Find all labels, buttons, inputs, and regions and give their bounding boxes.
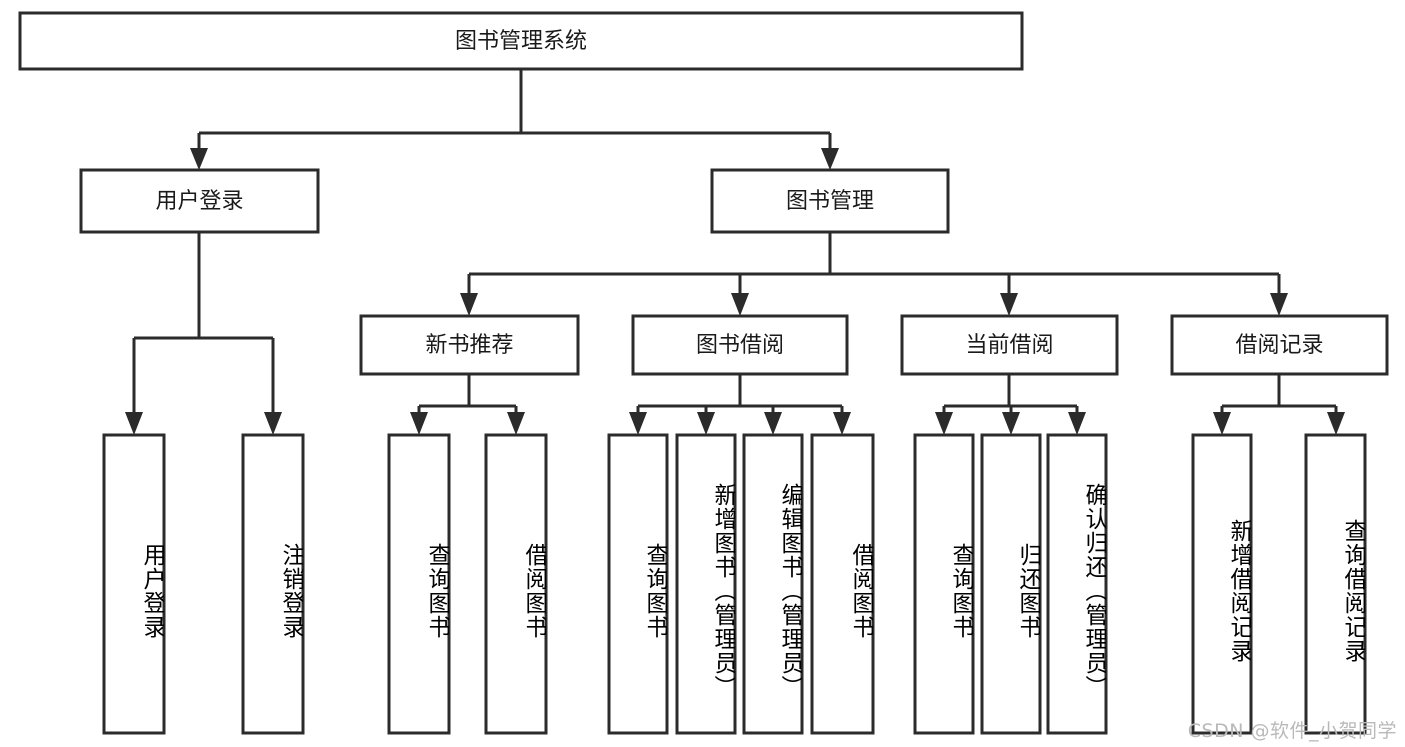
arrowhead-user-login [190, 148, 208, 170]
arrowhead-new-book-rec [460, 293, 478, 316]
arrowhead-leaf-add-record [1213, 412, 1231, 435]
leaf-borrow-book-box[interactable] [810, 433, 875, 735]
leaf-borrow-book-rec-box[interactable] [484, 433, 548, 735]
leaf-query-book-cur-text-wrap: 查询图书 [948, 543, 973, 639]
leaf-query-book-label: 查询图书 [642, 543, 667, 639]
arrowhead-leaf-query-book [629, 412, 647, 435]
leaf-add-book-label: 新增图书（管理员） [710, 483, 735, 699]
leaf-user-login-label: 用户登录 [139, 543, 164, 639]
arrowhead-leaf-edit-book [764, 412, 782, 435]
leaf-edit-book-box[interactable] [742, 433, 804, 735]
node-new-book-rec[interactable]: 新书推荐 [359, 314, 580, 376]
leaf-query-record-label: 查询借阅记录 [1340, 519, 1365, 663]
nodes-layer: 图书管理系统 用户登录 图书管理 新书推荐 图书借阅 当前借阅 借阅记录 [18, 11, 1389, 735]
leaf-add-record-box[interactable] [1191, 433, 1253, 735]
arrowhead-leaf-borrow-book-rec [507, 412, 525, 435]
leaf-edit-book-text-wrap: 编辑图书（管理员） [777, 483, 802, 699]
leaf-add-book-box[interactable] [675, 433, 737, 735]
leaf-query-record[interactable]: 查询借阅记录 [1304, 433, 1367, 735]
node-root-label: 图书管理系统 [455, 29, 587, 54]
leaf-query-book[interactable]: 查询图书 [607, 433, 669, 735]
arrowhead-current-borrow [1000, 293, 1018, 316]
leaf-confirm-return[interactable]: 确认归还（管理员） [1046, 433, 1108, 735]
leaf-add-book-text-wrap: 新增图书（管理员） [710, 483, 735, 699]
arrowhead-book-manage [821, 148, 839, 170]
leaf-query-record-box[interactable] [1304, 433, 1367, 735]
arrowhead-leaf-return-book [1002, 412, 1020, 435]
arrowhead-leaf-add-book [697, 412, 715, 435]
leaf-user-login-box[interactable] [102, 433, 166, 735]
leaf-add-record-label: 新增借阅记录 [1226, 519, 1251, 663]
leaf-borrow-book-rec-text-wrap: 借阅图书 [521, 543, 546, 639]
node-borrow-record[interactable]: 借阅记录 [1170, 314, 1389, 376]
leaf-edit-book[interactable]: 编辑图书（管理员） [742, 433, 804, 735]
leaf-query-book-cur-box[interactable] [913, 433, 975, 735]
node-user-login[interactable]: 用户登录 [79, 168, 320, 234]
node-root-box[interactable] [18, 11, 1024, 71]
arrowhead-leaf-query-book-rec [410, 412, 428, 435]
leaf-query-book-cur[interactable]: 查询图书 [913, 433, 975, 735]
node-current-borrow-label: 当前借阅 [965, 333, 1053, 358]
leaf-return-book-label: 归还图书 [1015, 543, 1040, 639]
arrowhead-leaf-confirm-return [1068, 412, 1086, 435]
leaf-add-record[interactable]: 新增借阅记录 [1191, 433, 1253, 735]
arrowhead-leaf-borrow-book [833, 412, 851, 435]
leaf-add-record-text-wrap: 新增借阅记录 [1226, 519, 1251, 663]
leaf-query-book-box[interactable] [607, 433, 669, 735]
node-book-borrow-box[interactable] [631, 314, 849, 376]
arrowhead-leaf-user-login [125, 412, 143, 435]
arrowhead-leaf-query-book-cur [935, 412, 953, 435]
arrowhead-leaf-query-record [1327, 412, 1345, 435]
leaf-user-logout-label: 注销登录 [278, 543, 303, 639]
leaf-user-login[interactable]: 用户登录 [102, 433, 166, 735]
node-new-book-rec-label: 新书推荐 [425, 333, 513, 358]
leaf-query-book-rec[interactable]: 查询图书 [387, 433, 451, 735]
arrowhead-leaf-user-logout [264, 412, 282, 435]
node-book-manage-label: 图书管理 [786, 189, 874, 214]
node-borrow-record-label: 借阅记录 [1235, 333, 1323, 358]
arrowhead-borrow-record [1270, 293, 1288, 316]
leaf-confirm-return-label: 确认归还（管理员） [1081, 483, 1106, 699]
node-user-login-label: 用户登录 [155, 189, 243, 214]
edges-layer [125, 69, 1345, 435]
node-new-book-rec-box[interactable] [359, 314, 580, 376]
leaf-confirm-return-text-wrap: 确认归还（管理员） [1081, 483, 1106, 699]
leaf-borrow-book[interactable]: 借阅图书 [810, 433, 875, 735]
leaf-return-book-box[interactable] [980, 433, 1042, 735]
node-book-manage[interactable]: 图书管理 [710, 168, 950, 234]
leaf-query-book-rec-text-wrap: 查询图书 [424, 543, 449, 639]
node-current-borrow[interactable]: 当前借阅 [900, 314, 1119, 376]
leaf-borrow-book-rec[interactable]: 借阅图书 [484, 433, 548, 735]
node-borrow-record-box[interactable] [1170, 314, 1389, 376]
node-book-borrow[interactable]: 图书借阅 [631, 314, 849, 376]
leaf-user-logout-text-wrap: 注销登录 [278, 543, 303, 639]
leaf-borrow-book-rec-label: 借阅图书 [521, 543, 546, 639]
node-user-login-box[interactable] [79, 168, 320, 234]
leaf-confirm-return-box[interactable] [1046, 433, 1108, 735]
leaf-return-book[interactable]: 归还图书 [980, 433, 1042, 735]
leaf-query-record-text-wrap: 查询借阅记录 [1340, 519, 1365, 663]
leaf-query-book-rec-box[interactable] [387, 433, 451, 735]
leaf-edit-book-label: 编辑图书（管理员） [777, 483, 802, 699]
leaf-query-book-rec-label: 查询图书 [424, 543, 449, 639]
leaf-borrow-book-text-wrap: 借阅图书 [848, 543, 873, 639]
leaf-return-book-text-wrap: 归还图书 [1015, 543, 1040, 639]
node-current-borrow-box[interactable] [900, 314, 1119, 376]
leaf-user-login-text-wrap: 用户登录 [139, 543, 164, 639]
node-book-borrow-label: 图书借阅 [696, 333, 784, 358]
leaf-user-logout[interactable]: 注销登录 [241, 433, 305, 735]
node-root[interactable]: 图书管理系统 [18, 11, 1024, 71]
node-book-manage-box[interactable] [710, 168, 950, 234]
arrowhead-book-borrow [731, 293, 749, 316]
leaf-query-book-text-wrap: 查询图书 [642, 543, 667, 639]
leaf-borrow-book-label: 借阅图书 [848, 543, 873, 639]
leaf-query-book-cur-label: 查询图书 [948, 543, 973, 639]
leaf-add-book[interactable]: 新增图书（管理员） [675, 433, 737, 735]
leaf-user-logout-box[interactable] [241, 433, 305, 735]
